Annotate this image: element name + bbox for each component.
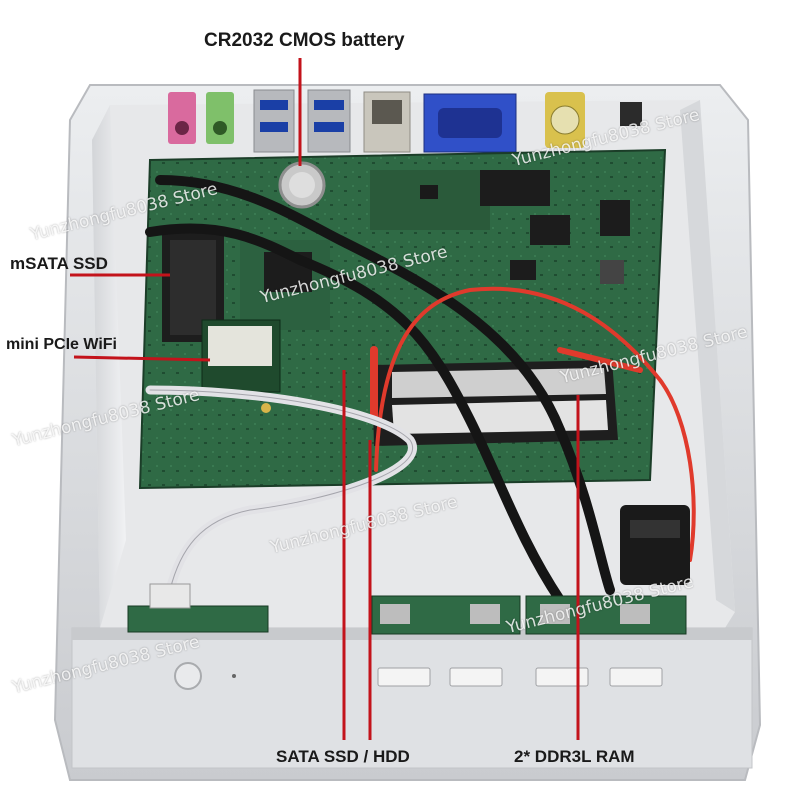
cables xyxy=(145,175,696,605)
front-usb-board xyxy=(127,583,687,635)
wifi-label: mini PCIe WiFi xyxy=(6,336,117,353)
rear-io-panel xyxy=(168,89,642,153)
ram-label: 2* DDR3L RAM xyxy=(514,747,635,766)
sata-label: SATA SSD / HDD xyxy=(276,747,410,766)
callout-lines xyxy=(70,58,580,740)
msata-label: mSATA SSD xyxy=(10,254,108,273)
msata-slot xyxy=(162,232,224,342)
sata-connector xyxy=(620,505,690,585)
wifi-card xyxy=(201,319,281,413)
front-usb-ports xyxy=(174,662,663,690)
cmos-battery-label: CR2032 CMOS battery xyxy=(204,30,405,51)
cmos-battery xyxy=(278,161,326,209)
